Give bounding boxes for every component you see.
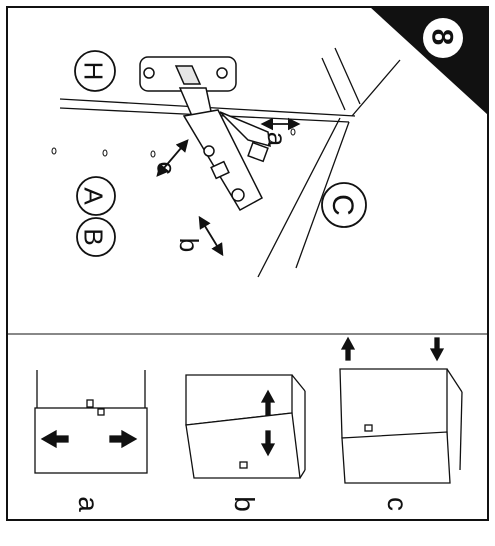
callout-circle-c: [321, 182, 367, 228]
callout-circle-h: [74, 50, 116, 92]
step-number-badge: [370, 7, 488, 115]
panel-a-illustration: [34, 370, 148, 474]
cabinet-hinge-icon: [139, 56, 271, 212]
outer-frame: [6, 6, 489, 521]
panel-label-c: c: [382, 497, 413, 511]
callout-label-c: C: [325, 194, 359, 216]
callout-circle-b: [76, 217, 116, 257]
adjust-label-a: a: [262, 131, 293, 147]
callout-label-a: A: [78, 187, 109, 205]
callout-label-b: B: [78, 228, 109, 246]
arrow-b: [198, 215, 224, 257]
adjust-label-c: c: [151, 161, 182, 175]
panel-c-illustration: [339, 336, 463, 484]
callout-circles: [74, 50, 367, 257]
panel-label-a: a: [72, 496, 104, 512]
panel-b-illustration: [185, 374, 306, 479]
double-arrow-icon: [156, 117, 301, 257]
panel-label-b: b: [228, 496, 260, 512]
step-number: 8: [425, 28, 459, 46]
callout-label-h: H: [78, 61, 109, 81]
callout-circle-a: [76, 176, 116, 216]
adjust-label-b: b: [174, 237, 205, 253]
arrow-c: [156, 139, 189, 177]
